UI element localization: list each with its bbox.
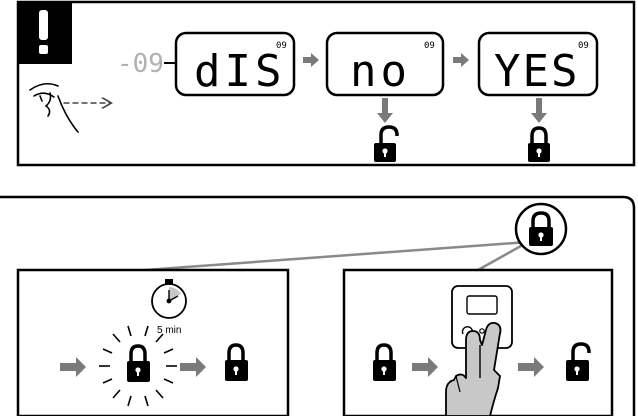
stopwatch-icon — [151, 279, 187, 319]
lcd-display-step-3: YES 09 — [477, 31, 599, 97]
eye-looking-icon — [29, 82, 110, 133]
lcd-display-step-1: dIS 09 — [174, 31, 296, 97]
unlocked-padlock-icon — [566, 342, 591, 381]
bottom-panel-frame — [0, 195, 636, 416]
top-panel: -09 dIS 09 no 09 YES 09 — [16, 0, 636, 167]
unlocked-padlock-icon — [374, 125, 399, 162]
lcd-text-step-2: no — [350, 46, 411, 97]
arrow-down-icon — [531, 98, 547, 123]
arrow-right-icon — [518, 357, 544, 377]
top-panel-frame — [16, 0, 636, 167]
lcd-badge-step-3: 09 — [578, 41, 589, 51]
locked-padlock-icon — [373, 343, 396, 381]
auto-lock-box: 5 min — [16, 268, 290, 416]
blinking-locked-padlock-icon — [99, 325, 177, 407]
arrow-right-icon — [60, 357, 86, 377]
two-finger-press-hand-icon — [445, 321, 502, 416]
lcd-badge-step-2: 09 — [424, 41, 435, 51]
lcd-text-step-1: dIS — [194, 46, 285, 97]
arrow-right-icon — [180, 357, 206, 377]
timer-label: 5 min — [157, 325, 181, 336]
locked-padlock-icon — [514, 202, 568, 256]
arrow-down-icon — [377, 98, 393, 123]
lcd-text-step-3: YES — [494, 46, 579, 97]
arrow-right-icon — [453, 53, 469, 67]
faded-code-text: -09 — [117, 49, 164, 79]
arrow-right-icon — [303, 53, 319, 67]
lcd-display-step-2: no 09 — [325, 31, 445, 97]
locked-padlock-icon — [528, 126, 550, 162]
arrow-right-icon — [412, 357, 438, 377]
exclamation-mark-icon — [18, 2, 72, 64]
bottom-panel: 5 min — [0, 195, 636, 416]
lcd-badge-step-1: 09 — [276, 41, 287, 51]
locked-padlock-icon — [225, 343, 248, 381]
thermostat-device-icon — [451, 285, 513, 349]
manual-unlock-box — [342, 268, 614, 416]
